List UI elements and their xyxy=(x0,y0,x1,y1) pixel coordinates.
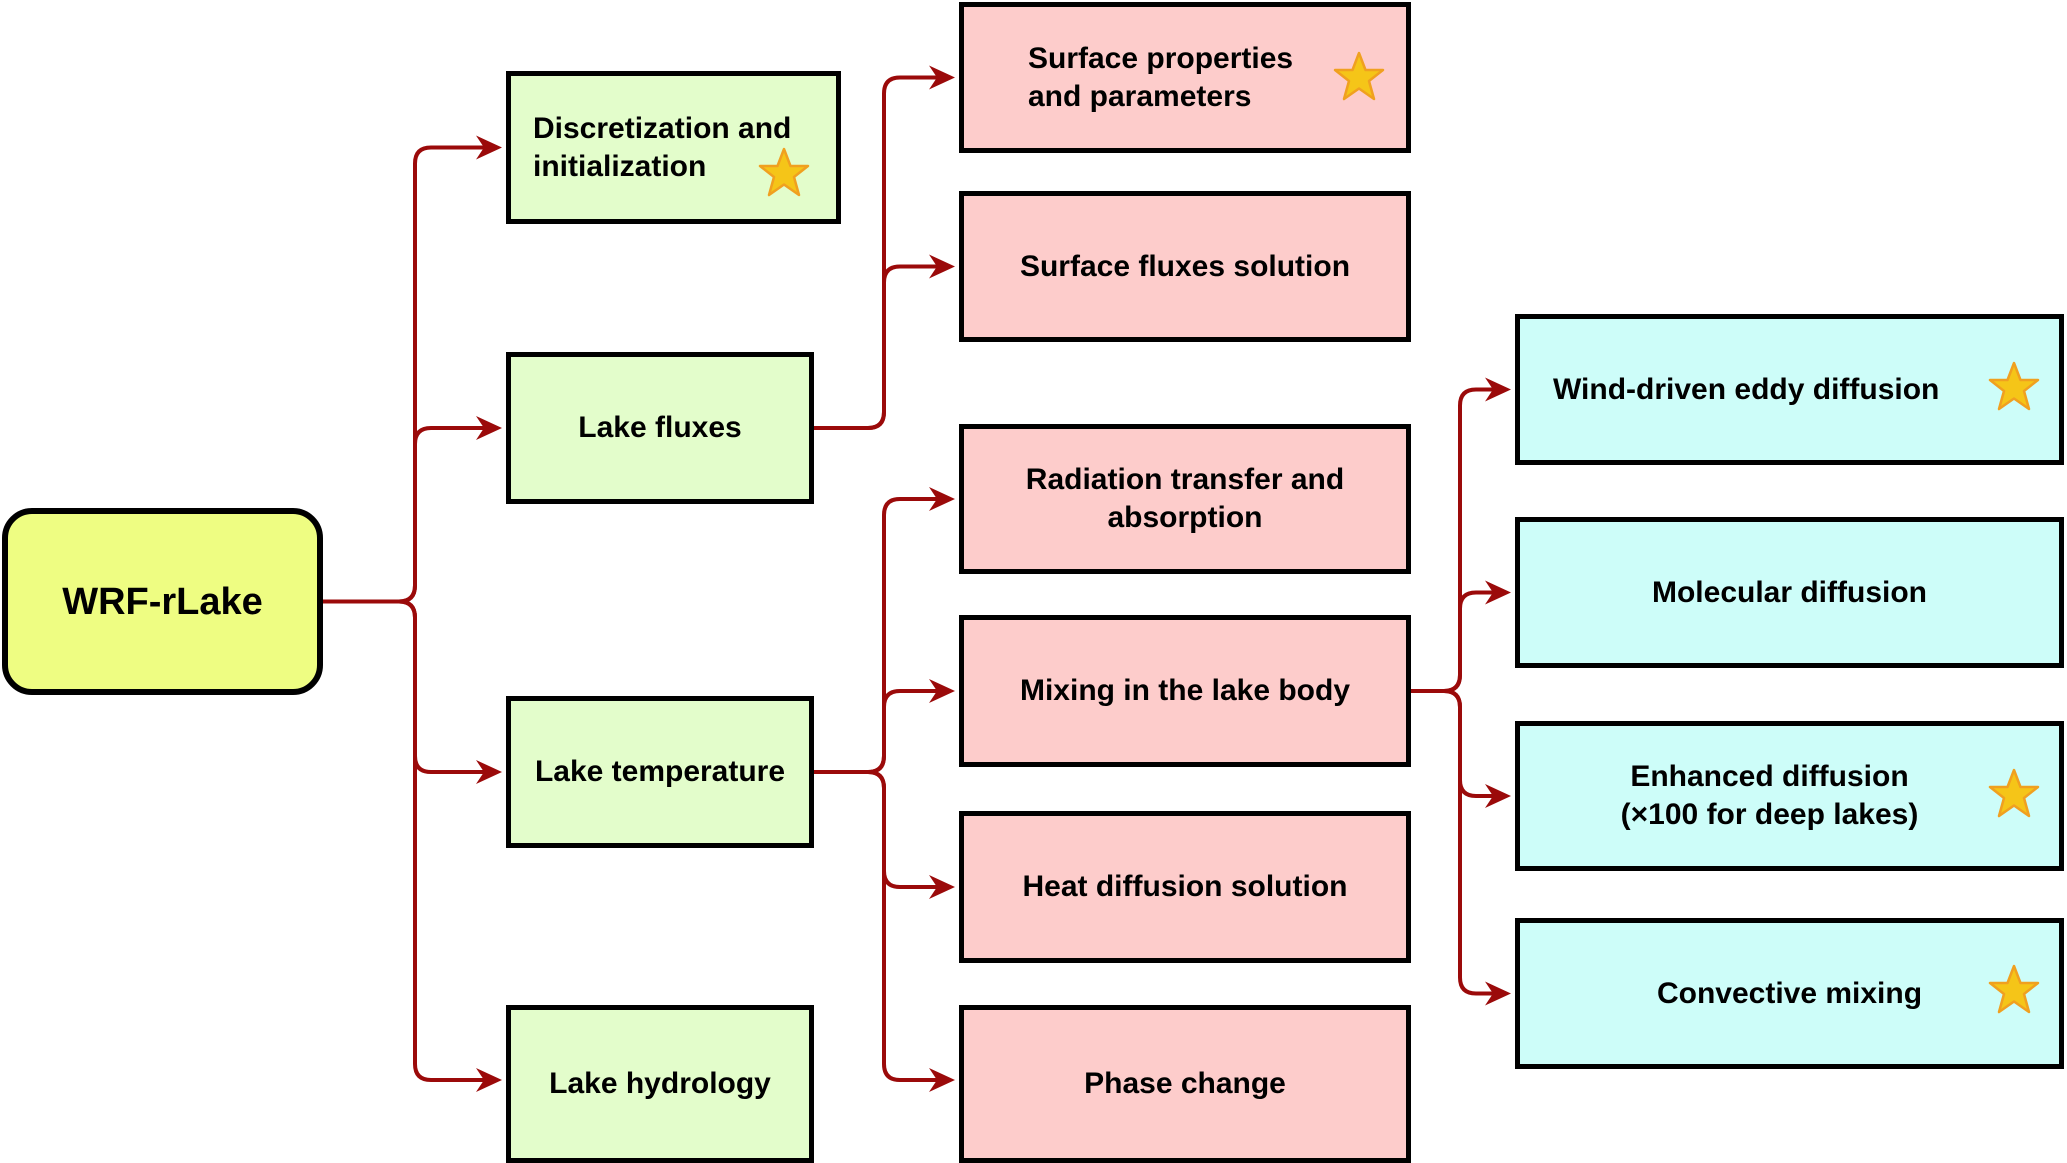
arrowhead-surfprop xyxy=(929,65,955,90)
node-label: Surface properties and parameters xyxy=(1028,41,1294,113)
node-label: Molecular diffusion xyxy=(1651,575,1927,609)
node-lake-hydrology: Lake hydrology xyxy=(506,1005,814,1163)
connector-mix-mol xyxy=(1411,590,1497,693)
connector-root-temp xyxy=(323,599,488,774)
arrowhead-enh xyxy=(1485,784,1511,808)
arrowhead-mix xyxy=(929,679,955,703)
star-icon xyxy=(1988,964,2040,1014)
node-label: Convective mixing xyxy=(1656,976,1923,1010)
node-lake-temperature: Lake temperature xyxy=(506,696,814,848)
node-label: Enhanced diffusion (×100 for deep lakes) xyxy=(1620,760,1919,831)
node-label: Lake hydrology xyxy=(549,1067,771,1100)
arrowhead-phase xyxy=(929,1068,955,1092)
connector-root-hydro xyxy=(323,599,488,1082)
node-label: Discretization and initialization xyxy=(533,111,792,183)
node-label: Wind-driven eddy diffusion xyxy=(1553,372,1940,406)
arrowhead-hydro xyxy=(476,1068,502,1092)
node-wind-driven-eddy-diffusion: Wind-driven eddy diffusion xyxy=(1515,314,2064,465)
connector-temp-phase xyxy=(814,770,941,1082)
star-icon xyxy=(758,147,810,197)
node-phase-change: Phase change xyxy=(959,1005,1411,1163)
arrowhead-surfsol xyxy=(929,254,955,279)
arrowhead-fluxes xyxy=(476,416,502,440)
arrowhead-heat xyxy=(929,875,955,899)
node-convective-mixing: Convective mixing xyxy=(1515,918,2064,1069)
arrowhead-wind xyxy=(1485,377,1511,402)
node-label: Heat diffusion solution xyxy=(1022,870,1348,903)
arrowhead-disc xyxy=(476,135,502,160)
connector-temp-heat xyxy=(814,770,941,889)
connector-root-fluxes xyxy=(323,426,488,604)
node-label: Phase change xyxy=(1084,1067,1286,1100)
arrowhead-conv xyxy=(1485,981,1511,1006)
node-discretization-initialization: Discretization and initialization xyxy=(506,71,841,224)
arrowhead-rad xyxy=(929,487,955,511)
node-surface-fluxes-solution: Surface fluxes solution xyxy=(959,191,1411,342)
node-label: WRF-rLake xyxy=(62,580,263,623)
node-label: Mixing in the lake body xyxy=(1019,674,1351,707)
connector-temp-mix xyxy=(814,689,941,774)
node-label: Lake fluxes xyxy=(578,411,742,444)
connector-mix-wind xyxy=(1411,387,1497,693)
node-enhanced-diffusion: Enhanced diffusion (×100 for deep lakes) xyxy=(1515,721,2064,871)
node-surface-properties-parameters: Surface properties and parameters xyxy=(959,2,1411,153)
star-icon xyxy=(1988,361,2040,411)
connector-fluxes-surfsol xyxy=(814,264,941,430)
connector-temp-rad xyxy=(814,497,941,774)
star-icon xyxy=(1333,51,1385,101)
connector-root-disc xyxy=(323,145,488,604)
connector-mix-enh xyxy=(1411,689,1497,798)
node-label: Lake temperature xyxy=(534,755,786,788)
connector-mix-conv xyxy=(1411,689,1497,996)
node-molecular-diffusion: Molecular diffusion xyxy=(1515,517,2064,668)
node-label: Surface fluxes solution xyxy=(1019,249,1351,283)
node-label: Radiation transfer and absorption xyxy=(1025,463,1345,534)
node-wrf-rlake: WRF-rLake xyxy=(2,508,323,695)
node-heat-diffusion-solution: Heat diffusion solution xyxy=(959,811,1411,963)
node-radiation-transfer-absorption: Radiation transfer and absorption xyxy=(959,424,1411,574)
star-icon xyxy=(1988,768,2040,818)
arrowhead-temp xyxy=(476,760,502,784)
node-mixing-lake-body: Mixing in the lake body xyxy=(959,615,1411,767)
arrowhead-mol xyxy=(1485,580,1511,605)
node-lake-fluxes: Lake fluxes xyxy=(506,352,814,504)
